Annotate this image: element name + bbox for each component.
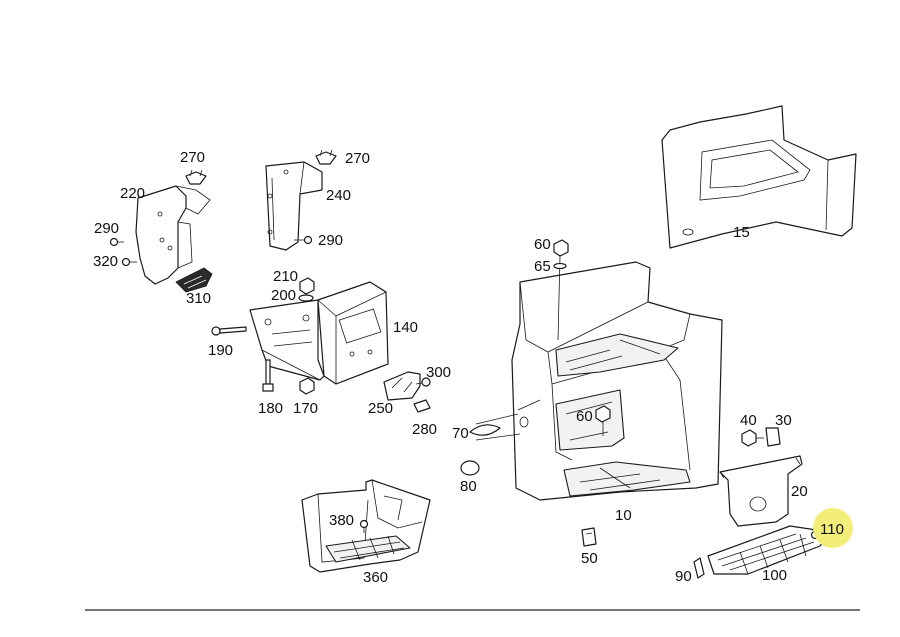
- part-70-seal: [469, 413, 521, 441]
- label-15[interactable]: 15: [733, 224, 750, 241]
- label-20[interactable]: 20: [791, 483, 808, 500]
- label-220[interactable]: 220: [120, 185, 145, 202]
- part-40-bolt: [741, 429, 764, 447]
- label-65[interactable]: 65: [534, 258, 551, 275]
- part-270-clip-left: [185, 169, 207, 185]
- label-250[interactable]: 250: [368, 400, 393, 417]
- label-30[interactable]: 30: [775, 412, 792, 429]
- label-80[interactable]: 80: [460, 478, 477, 495]
- label-40[interactable]: 40: [740, 412, 757, 429]
- label-380[interactable]: 380: [329, 512, 354, 529]
- label-240[interactable]: 240: [326, 187, 351, 204]
- part-310-step-pad: [175, 267, 213, 293]
- label-300[interactable]: 300: [426, 364, 451, 381]
- label-290-left[interactable]: 290: [94, 220, 119, 237]
- part-210-nut: [299, 277, 315, 295]
- part-380-screw: [359, 519, 369, 533]
- part-15-panel: [661, 105, 857, 249]
- part-190-bolt: [211, 326, 247, 336]
- part-180-bolt: [262, 359, 274, 392]
- label-280[interactable]: 280: [412, 421, 437, 438]
- part-240-bracket: [265, 161, 323, 251]
- part-320-bolt: [121, 257, 137, 267]
- label-70[interactable]: 70: [452, 425, 469, 442]
- part-220-bracket: [135, 185, 211, 285]
- label-360[interactable]: 360: [363, 569, 388, 586]
- part-250-bracket: [383, 371, 421, 401]
- part-280-clip: [413, 399, 431, 413]
- label-270-left[interactable]: 270: [180, 149, 205, 166]
- part-290-bolt-right: [294, 235, 313, 245]
- part-60-bolt-top: [553, 239, 569, 341]
- label-50[interactable]: 50: [581, 550, 598, 567]
- part-300-bolt: [415, 377, 431, 387]
- highlight-marker: [813, 508, 853, 548]
- label-310[interactable]: 310: [186, 290, 211, 307]
- part-90-clip: [693, 557, 705, 579]
- label-100[interactable]: 100: [762, 567, 787, 584]
- part-100-step-tread: [707, 525, 831, 575]
- part-50-clip: [581, 527, 597, 547]
- part-290-bolt-left: [109, 237, 124, 247]
- label-270-right[interactable]: 270: [345, 150, 370, 167]
- label-210[interactable]: 210: [273, 268, 298, 285]
- label-320[interactable]: 320: [93, 253, 118, 270]
- label-190[interactable]: 190: [208, 342, 233, 359]
- part-270-clip-right: [315, 149, 337, 165]
- part-30-clip: [765, 427, 781, 447]
- part-170-nut: [299, 377, 315, 395]
- label-200[interactable]: 200: [271, 287, 296, 304]
- label-60-top[interactable]: 60: [534, 236, 551, 253]
- part-60-bolt-mid: [595, 405, 611, 436]
- label-90[interactable]: 90: [675, 568, 692, 585]
- label-60-mid[interactable]: 60: [576, 408, 593, 425]
- part-20-side-cover: [719, 455, 803, 527]
- label-290-right[interactable]: 290: [318, 232, 343, 249]
- label-10[interactable]: 10: [615, 507, 632, 524]
- part-65-washer: [553, 262, 567, 270]
- label-110[interactable]: 110: [820, 521, 844, 538]
- part-200-washer: [298, 294, 314, 302]
- label-140[interactable]: 140: [393, 319, 418, 336]
- label-170[interactable]: 170: [293, 400, 318, 417]
- label-180[interactable]: 180: [258, 400, 283, 417]
- part-80-cap: [460, 460, 480, 476]
- part-10-step-housing: [511, 261, 723, 501]
